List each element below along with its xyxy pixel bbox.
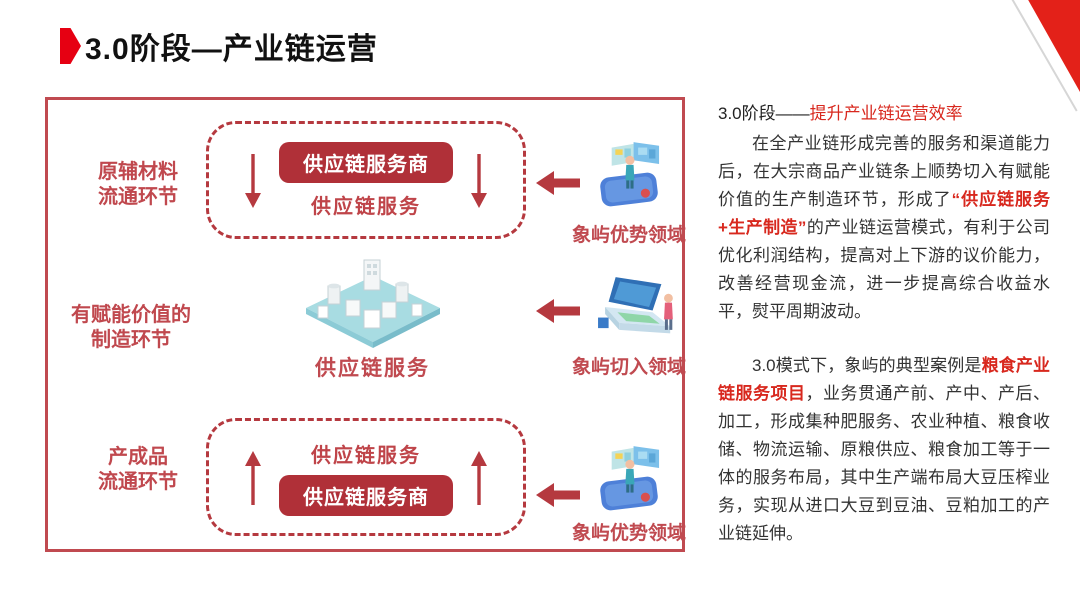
para2-text: 3.0模式下，象屿的典型案例是 [752,356,982,375]
article-heading: 3.0阶段——提升产业链运营效率 [718,100,1050,128]
left-arrow-icon [536,299,580,323]
laptop-person-illustration [598,277,673,334]
page-title: 3.0阶段—产业链运营 [85,33,378,66]
person-on-phone-illustration [600,446,660,511]
down-arrow-icon [245,154,261,208]
row3-label-line2: 流通环节 [98,471,178,493]
up-arrow-icon [245,451,261,505]
row1-pill: 供应链服务商 [279,141,453,183]
article-heading-black: 3.0阶段—— [718,104,810,123]
article-paragraph-1: 在全产业链形成完善的服务和渠道能力后，在大宗商品产业链条上顺势切入有赋能价值的生… [718,130,1050,326]
row1-stack: 供应链服务商 供应链服务 [209,124,523,236]
row2-label-line1: 有赋能价值的 [71,304,191,326]
row2-label-line2: 制造环节 [91,329,171,351]
row3-dashed-box: 供应链服务 供应链服务商 [206,418,526,536]
para1-text: 的产业链运营模式，有利于公司优化利润结构，提高对上下游的议价能力，改善经营现金流… [718,218,1050,321]
row2-label: 有赋能价值的 制造环节 [56,303,206,353]
row1-dashed-box: 供应链服务商 供应链服务 [206,121,526,239]
factory-illustration [306,259,440,348]
row3-service-label: 供应链服务 [311,444,421,467]
para1-red-text: “供应链服务+生产制造” [718,190,1051,237]
row1-caption: 象屿优势领域 [571,225,686,246]
para1-text: 在全产业链形成完善的服务和渠道能力后，在大宗商品产业链条上顺势切入有赋能价值的生… [718,134,1050,209]
row3-pill: 供应链服务商 [279,474,453,516]
title-marker-icon [60,28,81,64]
row1-label-line1: 原辅材料 [98,161,178,183]
down-arrow-icon [471,154,487,208]
article-column: 3.0阶段——提升产业链运营效率 在全产业链形成完善的服务和渠道能力后，在大宗商… [718,100,1050,548]
row3-stack: 供应链服务 供应链服务商 [209,421,523,533]
para2-text: ，业务贯通产前、产中、产后、加工，形成集种肥服务、农业种植、粮食收储、物流运输、… [718,384,1050,543]
left-arrow-icon [536,483,580,507]
left-arrow-icon [536,171,580,195]
row1-service-label: 供应链服务 [311,195,421,218]
article-paragraph-2: 3.0模式下，象屿的典型案例是粮食产业链服务项目，业务贯通产前、产中、产后、加工… [718,352,1050,548]
supply-chain-diagram: 原辅材料 流通环节 供应链服务商 供应链服务 象屿优势领域 [45,97,686,552]
row3-label-line1: 产成品 [108,446,168,468]
up-arrow-icon [471,451,487,505]
row2-caption: 象屿切入领域 [571,357,686,378]
row3-caption: 象屿优势领域 [571,523,686,544]
row1-label-line2: 流通环节 [98,186,178,208]
para2-red-text: 粮食产业链服务项目 [718,356,1051,403]
slide-header: 3.0阶段—产业链运营 [60,24,378,68]
row2-service-label: 供应链服务 [315,357,430,380]
person-on-phone-illustration [600,142,660,207]
row1-label: 原辅材料 流通环节 [63,160,213,210]
article-heading-red: 提升产业链运营效率 [809,104,963,123]
row3-label: 产成品 流通环节 [63,445,213,495]
